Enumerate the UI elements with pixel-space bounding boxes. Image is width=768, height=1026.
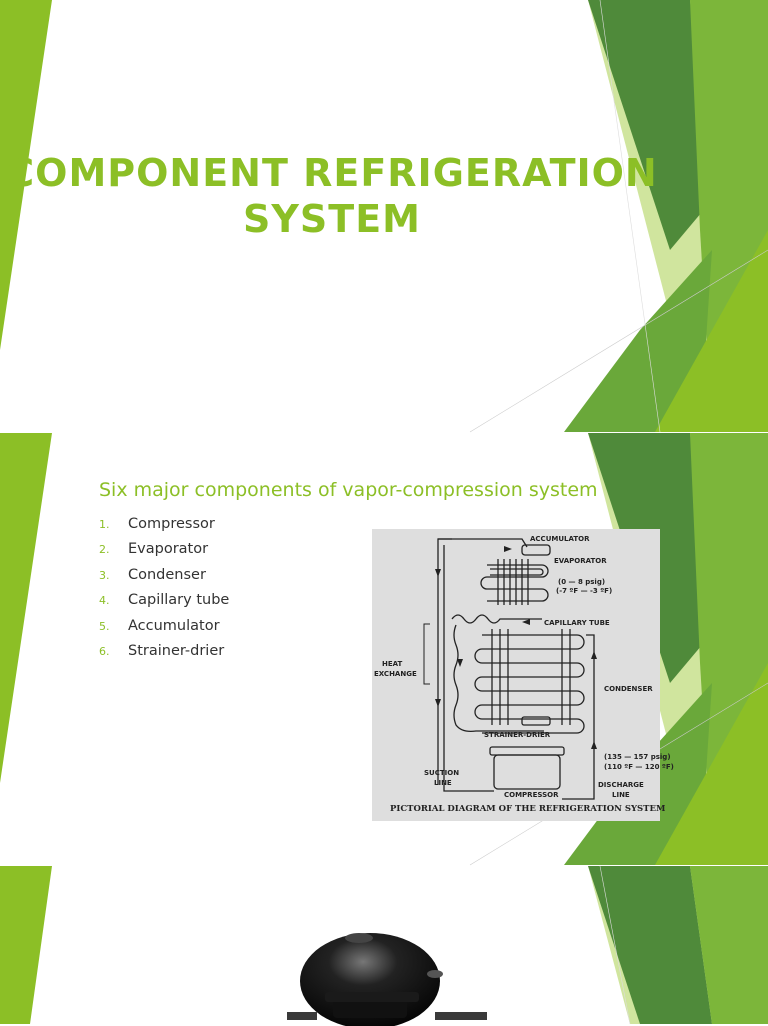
item-label: Accumulator <box>128 617 220 634</box>
components-slide: Six major components of vapor-compressio… <box>0 433 768 866</box>
label-discharge-line: LINE <box>612 791 630 799</box>
slide-subtitle: Six major components of vapor-compressio… <box>99 479 598 501</box>
label-cond-psig: (135 — 157 psig) <box>604 753 671 761</box>
item-label: Strainer-drier <box>128 642 225 659</box>
title-line-1: COMPONENT REFRIGERATION <box>6 151 658 195</box>
diagram-caption: PICTORIAL DIAGRAM OF THE REFRIGERATION S… <box>390 804 666 814</box>
components-list: 1. Compressor 2. Evaporator 3. Condenser 4.… <box>99 516 229 668</box>
list-item: 6. Strainer-drier <box>99 643 229 668</box>
label-evap-temp: (-7 ºF — -3 ºF) <box>556 587 612 595</box>
item-number: 2. <box>99 543 110 557</box>
label-compressor: COMPRESSOR <box>504 791 559 799</box>
green-decoration <box>0 0 768 433</box>
compressor-slide <box>0 865 768 1026</box>
diagram-drawing: ACCUMULATOR EVAPORATOR (0 — 8 psig) (-7 … <box>374 535 674 814</box>
item-label: Compressor <box>128 516 215 532</box>
item-number: 6. <box>99 644 110 658</box>
label-capillary: CAPILLARY TUBE <box>544 619 610 627</box>
item-label: Evaporator <box>128 541 209 558</box>
label-suction-line: LINE <box>434 779 452 787</box>
label-cond-temp: (110 ºF — 120 ºF) <box>604 763 674 771</box>
item-number: 1. <box>99 518 110 531</box>
green-decoration <box>0 865 768 1025</box>
list-item: 2. Evaporator <box>99 541 229 566</box>
label-evap-psig: (0 — 8 psig) <box>558 578 605 586</box>
label-discharge: DISCHARGE <box>598 781 644 789</box>
label-evaporator: EVAPORATOR <box>554 557 607 565</box>
label-suction: SUCTION <box>424 769 459 777</box>
compressor-image <box>287 933 487 1026</box>
item-number: 4. <box>99 594 110 608</box>
slide-title: COMPONENT REFRIGERATION SYSTEM <box>0 150 664 242</box>
refrigeration-diagram: ACCUMULATOR EVAPORATOR (0 — 8 psig) (-7 … <box>372 529 674 821</box>
label-strainer: STRAINER-DRIER <box>484 731 551 739</box>
title-line-2: SYSTEM <box>243 197 421 241</box>
label-exchange: EXCHANGE <box>374 670 417 678</box>
item-number: 5. <box>99 619 110 633</box>
item-label: Condenser <box>128 566 206 583</box>
green-decoration <box>0 433 768 866</box>
label-accumulator: ACCUMULATOR <box>530 535 590 543</box>
item-number: 3. <box>99 568 110 582</box>
list-item: 1. Compressor <box>99 516 229 541</box>
label-heat: HEAT <box>382 660 403 668</box>
list-item: 4. Capillary tube <box>99 592 229 617</box>
label-condenser: CONDENSER <box>604 685 653 693</box>
list-item: 5. Accumulator <box>99 618 229 643</box>
item-label: Capillary tube <box>128 592 230 609</box>
list-item: 3. Condenser <box>99 567 229 592</box>
title-slide: COMPONENT REFRIGERATION SYSTEM <box>0 0 768 433</box>
